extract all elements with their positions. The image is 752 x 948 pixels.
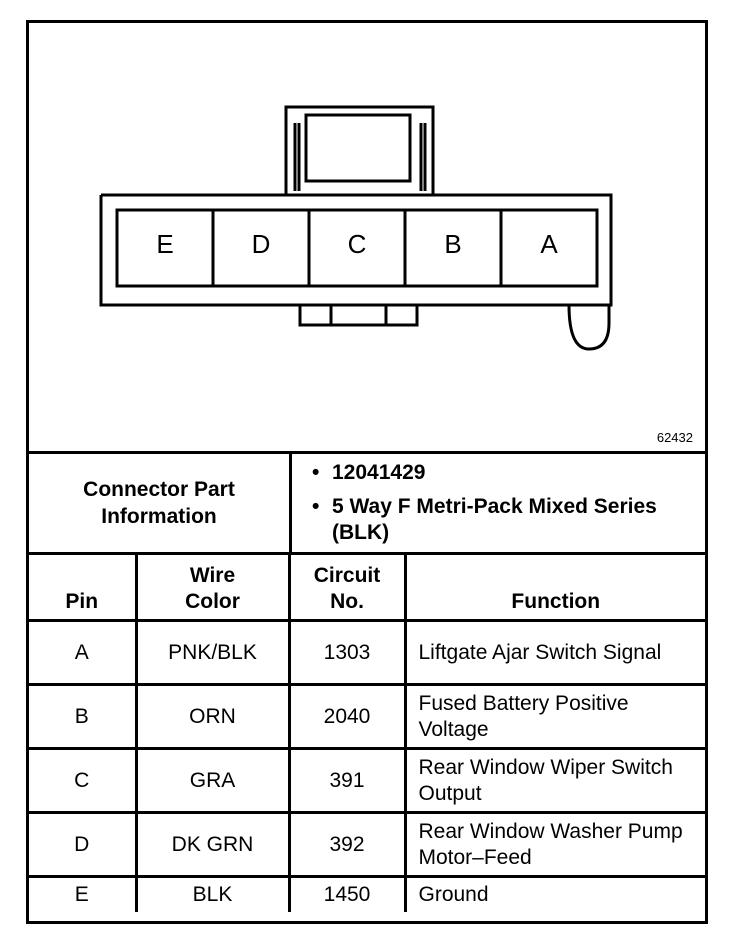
header-wire-color: Wire Color (134, 554, 291, 622)
connector-description: • 5 Way F Metri-Pack Mixed Series (BLK) (312, 495, 657, 544)
table-row: D DK GRN 392 Rear Window Washer Pump Mot… (29, 811, 705, 878)
connector-diagram: E D C B A 62432 (29, 23, 705, 454)
function-cell: Rear Window Washer Pump Motor–Feed (403, 811, 705, 878)
connector-info: Connector Part Information • 12041429 • … (29, 454, 705, 555)
pin-cell: A (29, 619, 138, 686)
circuit-cell: 392 (287, 811, 407, 878)
table-row: C GRA 391 Rear Window Wiper Switch Outpu… (29, 747, 705, 814)
wire-color-cell: GRA (134, 747, 291, 814)
wire-color-cell: ORN (134, 683, 291, 750)
pin-cell: D (29, 811, 138, 878)
pin-label-a: A (540, 229, 558, 259)
part-number: • 12041429 (312, 461, 426, 484)
circuit-cell: 391 (287, 747, 407, 814)
function-cell: Rear Window Wiper Switch Output (403, 747, 705, 814)
function-cell: Liftgate Ajar Switch Signal (403, 619, 705, 686)
pin-label-c: C (347, 229, 367, 259)
header-pin: Pin (29, 554, 138, 622)
function-cell: Ground (403, 875, 705, 912)
bullet-icon: • (312, 461, 320, 484)
circuit-cell: 2040 (287, 683, 407, 750)
table-row: B ORN 2040 Fused Battery Positive Voltag… (29, 683, 705, 750)
connector-drawing (99, 105, 613, 351)
pin-cell: E (29, 875, 138, 912)
figure-id: 62432 (656, 430, 693, 445)
wire-color-cell: DK GRN (134, 811, 291, 878)
wire-color-cell: PNK/BLK (134, 619, 291, 686)
pin-label-d: D (251, 229, 271, 259)
pin-label-b: B (444, 229, 462, 259)
wire-color-cell: BLK (134, 875, 291, 912)
circuit-cell: 1450 (287, 875, 407, 912)
table-row: A PNK/BLK 1303 Liftgate Ajar Switch Sign… (29, 619, 705, 686)
pin-cell: C (29, 747, 138, 814)
bullet-icon: • (312, 495, 320, 518)
connector-sheet: E D C B A 62432 Connector Part Informati… (26, 20, 708, 924)
pin-cell: B (29, 683, 138, 750)
table-header-row: Pin Wire Color Circuit No. Function (29, 554, 705, 622)
circuit-cell: 1303 (287, 619, 407, 686)
pinout-table: Pin Wire Color Circuit No. Function A PN… (29, 554, 705, 912)
header-circuit-no: Circuit No. (287, 554, 407, 622)
header-function: Function (403, 554, 705, 622)
table-row: E BLK 1450 Ground (29, 875, 705, 912)
pin-label-e: E (156, 229, 174, 259)
function-cell: Fused Battery Positive Voltage (403, 683, 705, 750)
connector-info-values: • 12041429 • 5 Way F Metri-Pack Mixed Se… (292, 454, 705, 552)
connector-info-label: Connector Part Information (29, 454, 292, 552)
